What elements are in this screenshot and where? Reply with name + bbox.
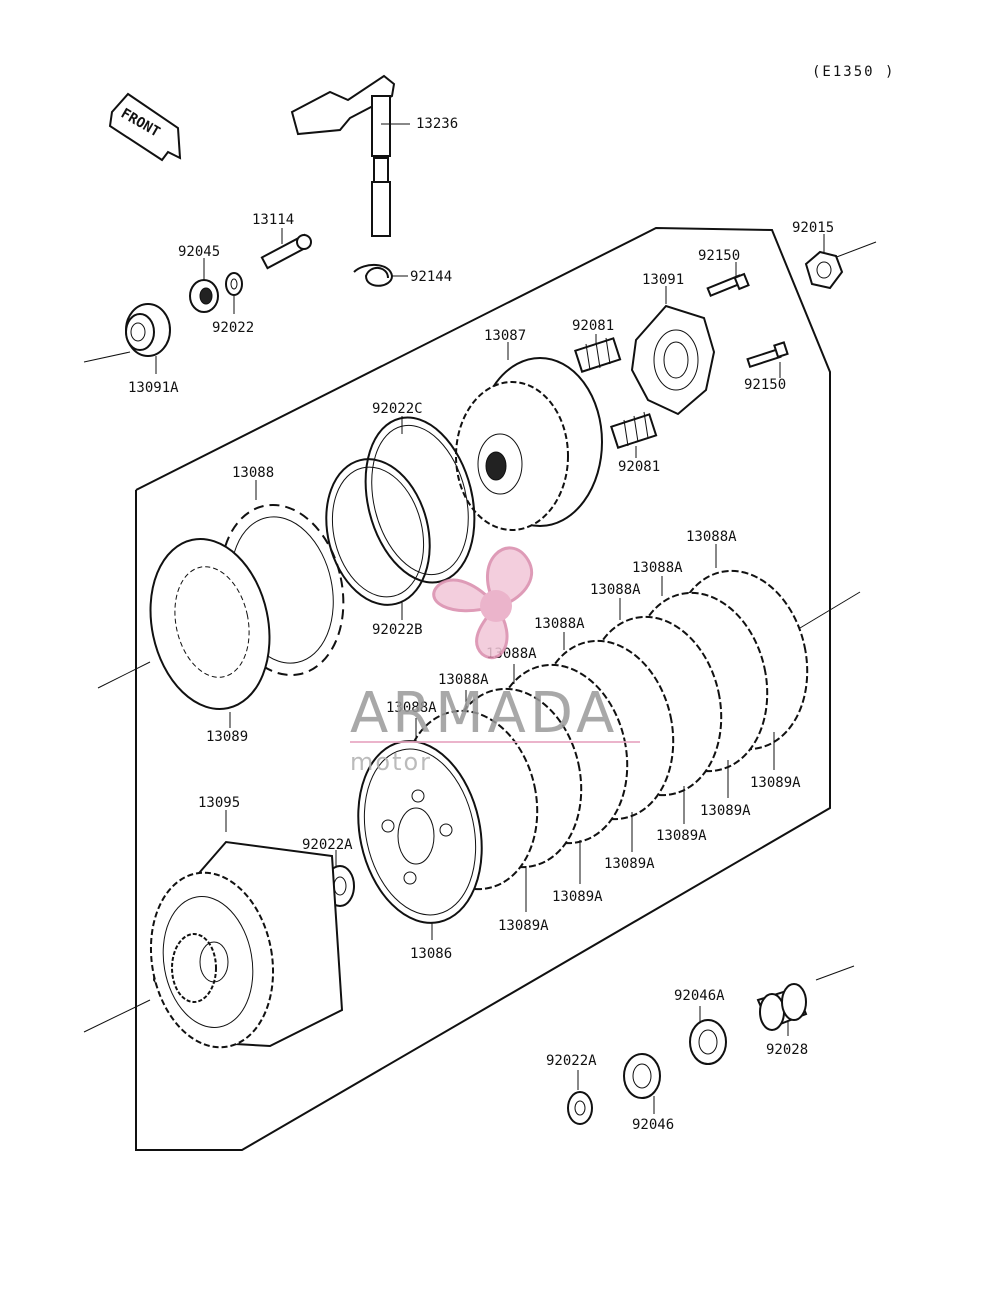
watermark-sub: motor xyxy=(350,748,432,776)
label-13088A-3: 13088A xyxy=(590,582,641,598)
nut-92015 xyxy=(804,234,844,290)
release-lever-13236 xyxy=(290,74,410,237)
spring-seat-92022C xyxy=(364,416,476,584)
label-13089A-5: 13089A xyxy=(552,889,603,905)
needle-bearing-92046A xyxy=(689,1006,727,1065)
spring-92144 xyxy=(353,264,408,287)
watermark: ARMADA motor xyxy=(350,546,640,776)
label-92150-top: 92150 xyxy=(698,248,740,264)
spring-92081-top xyxy=(574,334,622,373)
washer-92022 xyxy=(225,272,243,314)
label-13089A-3: 13089A xyxy=(656,828,707,844)
label-13089: 13089 xyxy=(206,729,248,745)
label-13236: 13236 xyxy=(416,116,458,132)
bolt-13114 xyxy=(260,228,312,270)
bolt-92150-right xyxy=(746,341,789,378)
collar-13091A xyxy=(125,303,171,374)
label-92046A: 92046A xyxy=(674,988,725,1004)
sleeve-92028 xyxy=(756,983,808,1036)
label-92081-bottom: 92081 xyxy=(618,459,660,475)
steel-plate-13089 xyxy=(149,538,271,728)
label-13088A-4: 13088A xyxy=(534,616,585,632)
clutch-boss-13086 xyxy=(357,740,483,940)
assembly-frame xyxy=(135,226,831,1151)
part-labels: 13236 13114 92045 92022 92144 13091A 920… xyxy=(128,116,834,1133)
watermark-propeller-icon xyxy=(432,546,534,660)
label-13088A-1: 13088A xyxy=(686,529,737,545)
label-13088A-6: 13088A xyxy=(438,672,489,688)
clutch-hub-13087 xyxy=(455,342,603,531)
label-13091: 13091 xyxy=(642,272,684,288)
label-13088A-7: 13088A xyxy=(386,700,437,716)
bolt-92150-top xyxy=(706,262,750,298)
label-92150-right: 92150 xyxy=(744,377,786,393)
label-92028: 92028 xyxy=(766,1042,808,1058)
label-92022: 92022 xyxy=(212,320,254,336)
needle-bearing-92046 xyxy=(623,1053,661,1114)
label-92022B: 92022B xyxy=(372,622,423,638)
label-92144: 92144 xyxy=(410,269,452,285)
bearing-92045 xyxy=(189,258,219,313)
label-13095: 13095 xyxy=(198,795,240,811)
label-92045: 92045 xyxy=(178,244,220,260)
label-13087: 13087 xyxy=(484,328,526,344)
label-92015: 92015 xyxy=(792,220,834,236)
axis-lines xyxy=(83,241,877,1033)
label-13089A-6: 13089A xyxy=(498,918,549,934)
label-13114: 13114 xyxy=(252,212,294,228)
label-13089A-1: 13089A xyxy=(750,775,801,791)
ring-92022B xyxy=(325,458,431,620)
label-13091A: 13091A xyxy=(128,380,179,396)
label-92081-top: 92081 xyxy=(572,318,614,334)
label-13089A-4: 13089A xyxy=(604,856,655,872)
clutch-housing-13095 xyxy=(149,810,344,1049)
label-92022C: 92022C xyxy=(372,401,423,417)
label-92022A-lower: 92022A xyxy=(546,1053,597,1069)
front-arrow-icon: FRONT xyxy=(108,92,182,162)
washer-92022A-lower xyxy=(567,1070,593,1125)
label-13086: 13086 xyxy=(410,946,452,962)
label-13089A-2: 13089A xyxy=(700,803,751,819)
watermark-brand: ARMADA xyxy=(350,681,618,746)
label-13088: 13088 xyxy=(232,465,274,481)
spring-92081-bottom xyxy=(610,411,658,458)
label-92022A-upper: 92022A xyxy=(302,837,353,853)
pressure-plate-13091 xyxy=(630,286,716,416)
diagram-code: (E1350 ) xyxy=(812,64,895,80)
label-92046: 92046 xyxy=(632,1117,674,1133)
label-13088A-2: 13088A xyxy=(632,560,683,576)
